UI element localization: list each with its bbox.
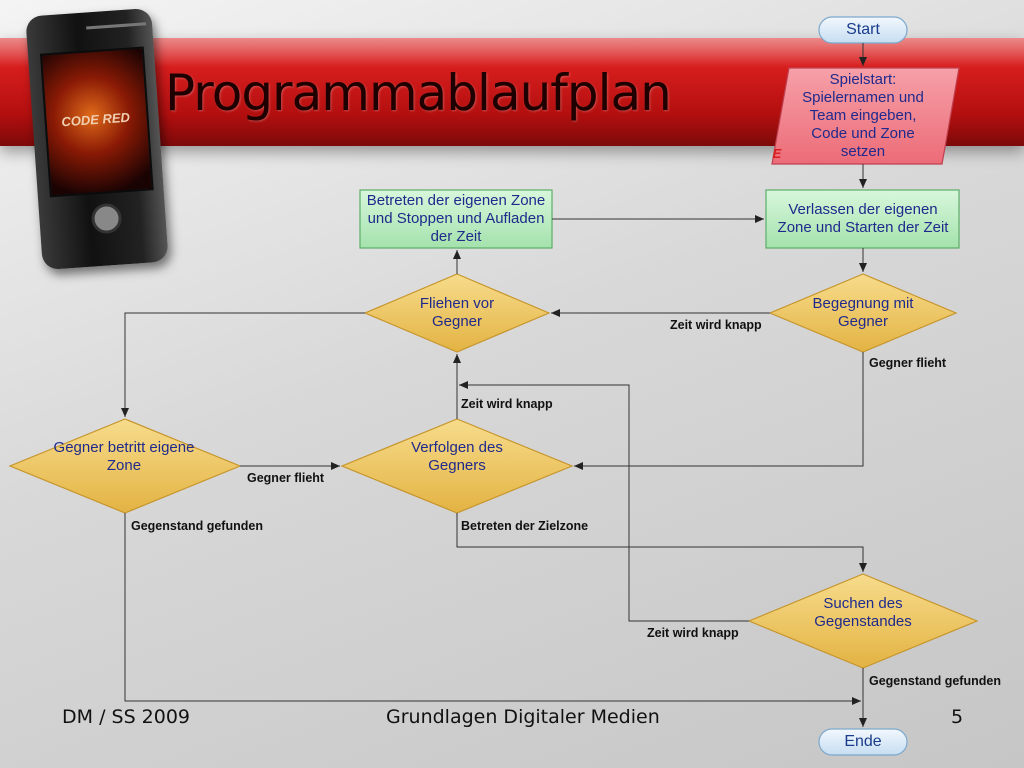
arrow-fliehen-to-gegner-zone bbox=[121, 312, 365, 417]
edge-label-zeit-knapp-begegnung: Zeit wird knapp bbox=[670, 318, 762, 332]
arrow-begegnung-to-verfolgen bbox=[574, 352, 864, 470]
suchen-node: Suchen des Gegenstandes bbox=[814, 595, 912, 630]
edge-label-gegenstand-gefunden-zone: Gegenstand gefunden bbox=[131, 519, 263, 533]
edge-label-zeit-knapp-suchen: Zeit wird knapp bbox=[647, 626, 739, 640]
arrow-gegner-zone-to-ende bbox=[124, 513, 861, 705]
verfolgen-node: Verfolgen des Gegners bbox=[411, 439, 503, 474]
edge-label-gegner-flieht-begegnung: Gegner flieht bbox=[869, 356, 947, 370]
page-number: 5 bbox=[951, 706, 964, 728]
begegnung-node: Begegnung mit Gegner bbox=[812, 295, 914, 330]
arrow-verfolgen-to-suchen bbox=[456, 513, 867, 572]
edge-label-betreten-zielzone: Betreten der Zielzone bbox=[461, 519, 589, 533]
ende-terminal-shape bbox=[818, 728, 908, 756]
verlassen-node: Verlassen der eigenen Zone und Starten d… bbox=[777, 201, 949, 236]
gegner-zone-node: Gegner betritt eigene Zone bbox=[53, 439, 195, 474]
footer-left: DM / SS 2009 bbox=[62, 706, 191, 728]
start-node: Start bbox=[846, 21, 880, 38]
ende-node: Ende bbox=[844, 733, 882, 750]
betreten-node: Betreten der eigenen Zone und Stoppen un… bbox=[366, 192, 546, 245]
slide-title: Programmablaufplan bbox=[165, 64, 672, 122]
edge-label-gegenstand-gefunden-suchen: Gegenstand gefunden bbox=[869, 674, 1001, 688]
spielstart-io-shape bbox=[771, 67, 960, 165]
footer-center: Grundlagen Digitaler Medien bbox=[386, 706, 660, 728]
edge-label-zeit-knapp-verfolgen: Zeit wird knapp bbox=[461, 397, 553, 411]
betreten-process-shape bbox=[359, 189, 553, 249]
edge-label-gegner-flieht-zone: Gegner flieht bbox=[247, 471, 325, 485]
arrow-suchen-to-fliehen bbox=[459, 381, 749, 622]
fliehen-node: Fliehen vor Gegner bbox=[419, 295, 495, 330]
fliehen-decision-shape bbox=[363, 273, 551, 353]
spielstart-node: Spielstart: Spielernamen und Team eingeb… bbox=[802, 71, 924, 160]
spielstart-marker: E bbox=[772, 146, 782, 161]
